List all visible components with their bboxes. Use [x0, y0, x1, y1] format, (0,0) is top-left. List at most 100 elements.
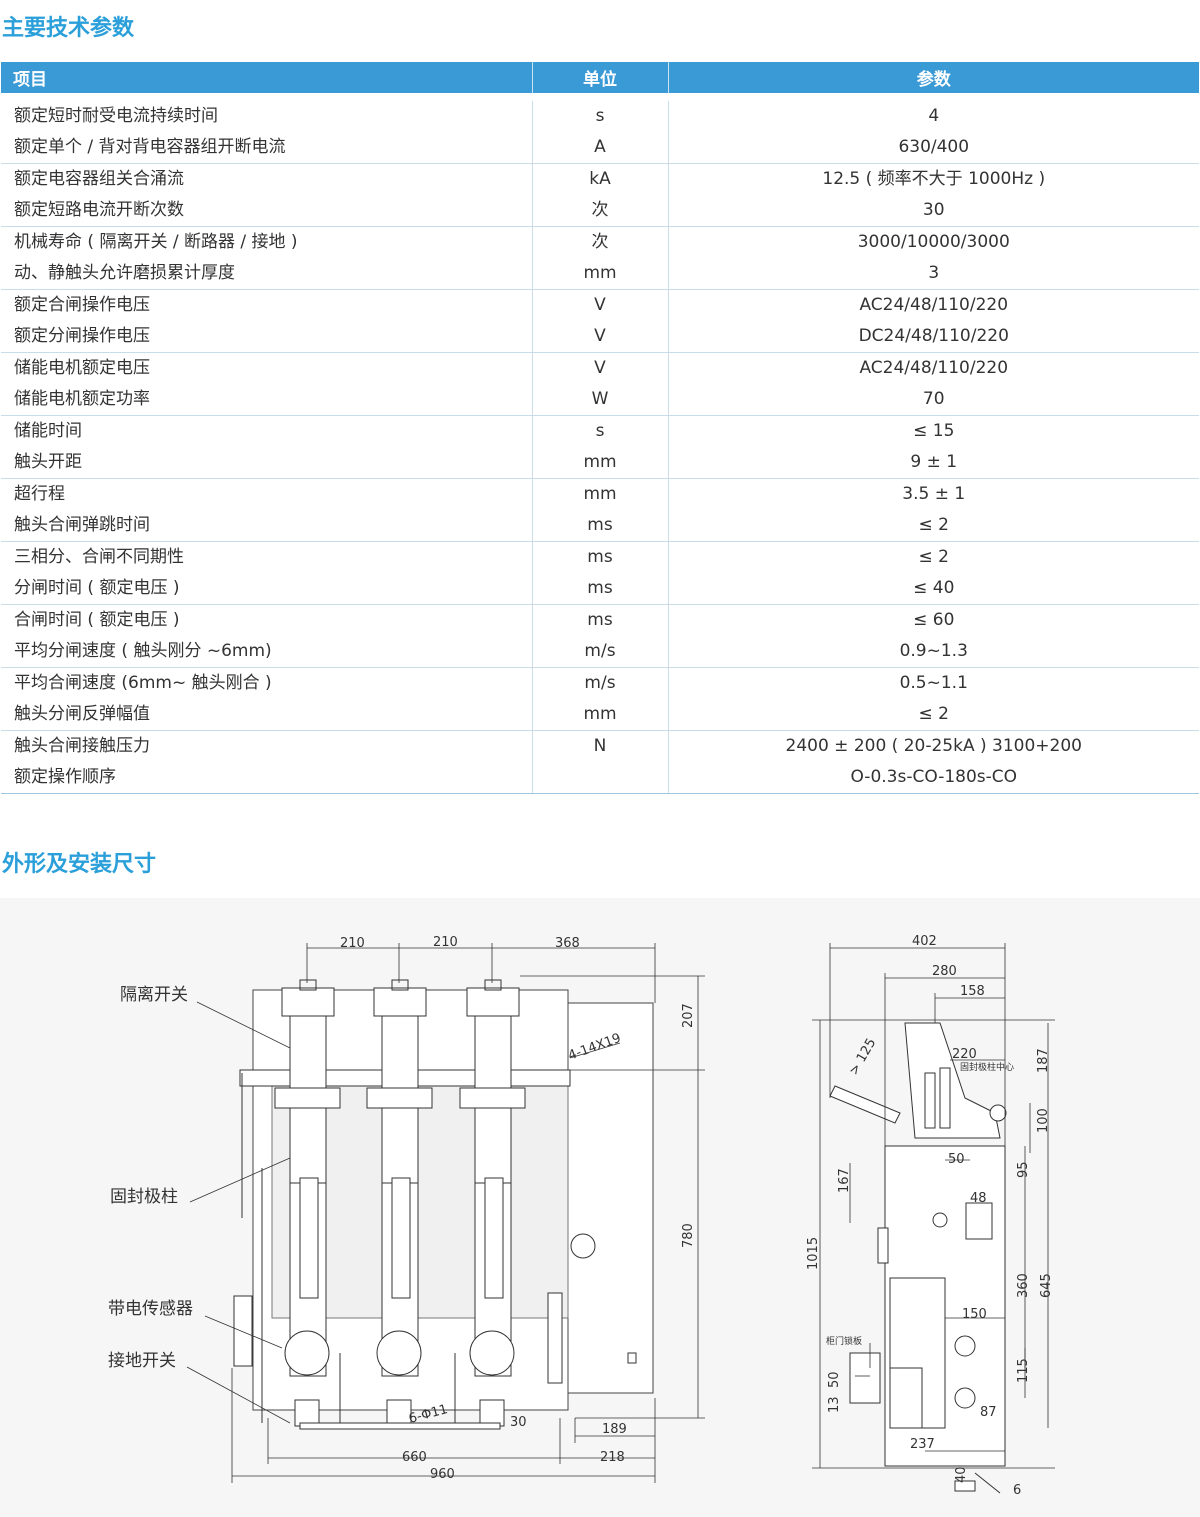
cell-unit: mm: [531, 699, 668, 731]
dim-660: 660: [402, 1450, 427, 1465]
dim-50-left: 50: [827, 1371, 842, 1388]
dim-402: 402: [912, 934, 937, 949]
dim-50: 50: [948, 1152, 965, 1167]
cell-unit: ms: [531, 541, 668, 573]
side-dimensions: [812, 943, 1055, 1469]
dim-368: 368: [555, 936, 580, 951]
dim-40: 40: [954, 1466, 969, 1483]
cell-unit: mm: [531, 478, 668, 510]
cell-unit: 次: [531, 195, 668, 227]
cell-unit: kA: [531, 163, 668, 195]
cell-value: 4: [667, 101, 1199, 132]
dim-87: 87: [980, 1405, 997, 1420]
side-view: [829, 1022, 1007, 1494]
section-title-dimensions: 外形及安装尺寸: [2, 852, 157, 877]
cell-item: 额定分闸操作电压: [14, 326, 150, 346]
cell-unit: V: [531, 352, 668, 384]
cell-value: O-0.3s-CO-180s-CO: [667, 762, 1199, 794]
table-row: 分闸时间 ( 额定电压 ) ms≤ 40: [1, 573, 1199, 605]
cell-item: 额定合闸操作电压: [1, 289, 532, 321]
cell-item: 分闸时间 ( 额定电压 ): [14, 578, 180, 598]
cell-value: ≤ 2: [667, 510, 1199, 542]
cell-value: 3.5 ± 1: [667, 478, 1199, 510]
cell-value: ≤ 60: [667, 604, 1199, 636]
pole-2: [366, 987, 433, 1427]
cell-value: ≤ 2: [667, 541, 1199, 573]
cell-item: 储能电机额定功率: [14, 389, 150, 409]
dim-angle-125: > 125: [846, 1036, 879, 1078]
cell-value: AC24/48/110/220: [667, 289, 1199, 321]
cell-item: 额定电容器组关合涌流: [1, 163, 532, 195]
cell-value: AC24/48/110/220: [667, 352, 1199, 384]
table-row: 合闸时间 ( 额定电压 )ms≤ 60: [1, 604, 1199, 636]
cell-item: 超行程: [1, 478, 532, 510]
dim-218: 218: [600, 1450, 625, 1465]
cell-value: ≤ 15: [667, 415, 1199, 447]
cell-item: 触头开距: [14, 452, 82, 472]
cell-unit: V: [531, 289, 668, 321]
cell-unit: ms: [531, 573, 668, 605]
cell-item: 机械寿命 ( 隔离开关 / 断路器 / 接地 ): [1, 226, 532, 258]
cell-value: ≤ 40: [667, 573, 1199, 605]
dim-210-a: 210: [340, 936, 365, 951]
cell-unit: W: [531, 384, 668, 416]
dimension-drawing-svg: 隔离开关 固封极柱 带电传感器 接地开关 210 210 368 207 780…: [108, 934, 1055, 1498]
cell-item: 触头合闸弹跳时间: [14, 515, 150, 535]
dim-48: 48: [970, 1191, 987, 1206]
cell-unit: V: [531, 321, 668, 353]
cell-unit: A: [531, 132, 668, 164]
dim-360: 360: [1016, 1273, 1031, 1298]
dim-237: 237: [910, 1437, 935, 1452]
cell-item: 触头合闸接触压力: [1, 730, 532, 762]
cell-unit: N: [531, 730, 668, 762]
cell-item: 额定短路电流开断次数: [14, 200, 184, 220]
front-view: [233, 979, 654, 1430]
dim-280: 280: [932, 964, 957, 979]
label-live-sensor: 带电传感器: [108, 1299, 193, 1319]
front-leaders: [186, 1001, 621, 1424]
cell-value: DC24/48/110/220: [667, 321, 1199, 353]
front-dimensions: [231, 943, 705, 1483]
dim-100: 100: [1036, 1108, 1051, 1133]
table-header-row: 项目 单位 参数: [1, 62, 1199, 93]
dim-95: 95: [1016, 1161, 1031, 1178]
cell-item: 平均合闸速度 (6mm~ 触头刚合 ): [1, 667, 532, 699]
cell-value: 70: [667, 384, 1199, 416]
dim-960: 960: [430, 1467, 455, 1482]
cell-value: 630/400: [667, 132, 1199, 164]
cell-unit: mm: [531, 258, 668, 290]
header-value: 参数: [667, 62, 1199, 93]
cell-unit: mm: [531, 447, 668, 479]
cell-value: 3: [667, 258, 1199, 290]
cell-item: 动、静触头允许磨损累计厚度: [14, 263, 235, 283]
dim-13: 13: [827, 1396, 842, 1413]
section-title-main-params: 主要技术参数: [2, 16, 135, 41]
dim-30: 30: [510, 1415, 527, 1430]
dim-645: 645: [1039, 1273, 1054, 1298]
label-embedded-pole: 固封极柱: [110, 1187, 178, 1207]
header-item: 项目: [1, 62, 532, 93]
dim-207: 207: [681, 1003, 696, 1028]
cell-unit: m/s: [531, 636, 668, 668]
cell-item: 平均分闸速度 ( 触头刚分 ~6mm): [14, 641, 272, 661]
header-unit: 单位: [531, 62, 668, 93]
dimension-drawing: 隔离开关 固封极柱 带电传感器 接地开关 210 210 368 207 780…: [0, 898, 1200, 1517]
dim-1015: 1015: [806, 1237, 821, 1270]
cell-item: 额定单个 / 背对背电容器组开断电流: [14, 137, 286, 157]
